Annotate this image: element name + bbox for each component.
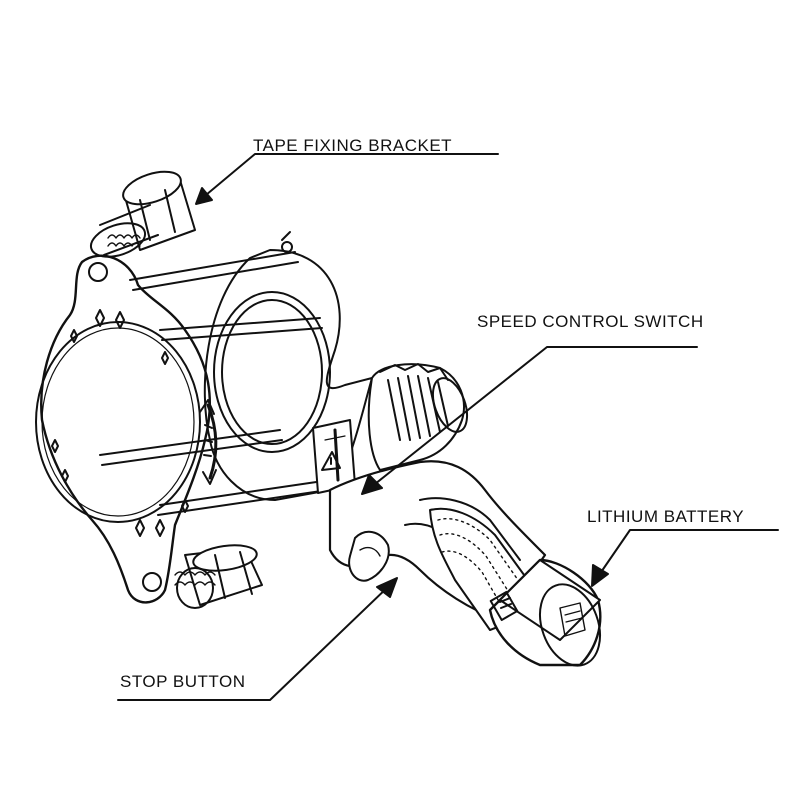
upper-tape-holder <box>89 170 196 258</box>
tape-fixing-bracket-label: TAPE FIXING BRACKET <box>253 136 453 155</box>
stop-button-label: STOP BUTTON <box>120 672 246 691</box>
lithium-battery-label: LITHIUM BATTERY <box>587 507 745 526</box>
motor-housing <box>367 363 469 471</box>
warning-label <box>312 419 356 494</box>
front-plate <box>35 254 211 604</box>
lithium-battery-part <box>488 558 602 667</box>
arrow-stop-button <box>117 584 391 701</box>
stop-button-part <box>348 530 390 582</box>
callout-arrows <box>117 153 779 701</box>
lower-tape-holder <box>174 544 263 609</box>
arrow-lithium-battery <box>596 529 779 579</box>
arrow-tape-fixing-bracket <box>199 153 499 201</box>
arrow-speed-control-switch <box>369 346 698 489</box>
rotation-arrow-icon <box>199 399 218 485</box>
connecting-rods <box>99 251 331 516</box>
speed-control-switch-label: SPEED CONTROL SWITCH <box>477 312 704 331</box>
